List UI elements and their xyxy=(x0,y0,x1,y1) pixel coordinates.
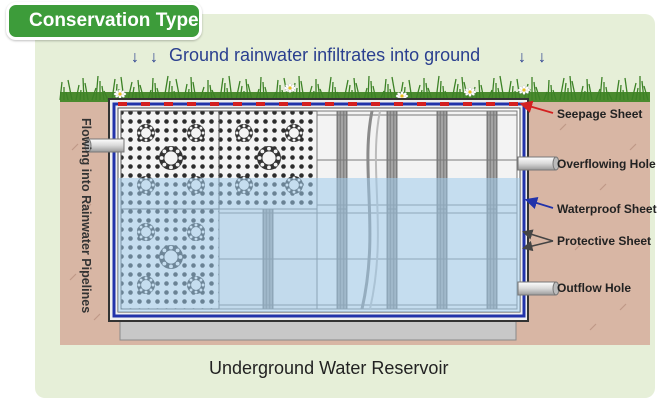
callout-overflowing-hole: Overflowing Hole xyxy=(557,157,656,171)
down-arrow-icon: ↓ xyxy=(538,49,546,66)
side-caption: Flowing into Rainwater Pipelines xyxy=(79,118,93,313)
down-arrow-icon: ↓ xyxy=(131,49,139,66)
callout-seepage-sheet: Seepage Sheet xyxy=(557,107,642,121)
callout-waterproof-sheet: Waterproof Sheet xyxy=(557,202,657,216)
daisy-icon xyxy=(517,85,531,95)
waterproof-sheet-line xyxy=(112,102,526,318)
waterproof-arrow xyxy=(524,196,554,209)
section-title: Conservation Type xyxy=(6,2,202,40)
concrete-base xyxy=(119,320,517,341)
daisy-icon xyxy=(463,87,477,97)
outflow-pipe xyxy=(517,281,560,296)
protective-arrow-b xyxy=(521,240,554,252)
stored-water xyxy=(118,178,520,312)
protective-arrow-a xyxy=(521,229,554,242)
overflow-pipe xyxy=(517,156,560,171)
top-caption: Ground rainwater infiltrates into ground xyxy=(169,45,480,65)
bottom-caption: Underground Water Reservoir xyxy=(209,358,448,378)
soil-texture xyxy=(69,123,637,331)
daisy-icon xyxy=(283,83,297,93)
inlet-pipe xyxy=(84,138,125,153)
seepage-arrow xyxy=(519,100,554,114)
grass-band xyxy=(60,92,650,102)
callout-outflow-hole: Outflow Hole xyxy=(557,281,631,295)
callout-protective-sheet: Protective Sheet xyxy=(557,234,651,248)
daisy-icon xyxy=(113,89,127,99)
down-arrow-icon: ↓ xyxy=(150,49,158,66)
down-arrow-icon: ↓ xyxy=(518,49,526,66)
